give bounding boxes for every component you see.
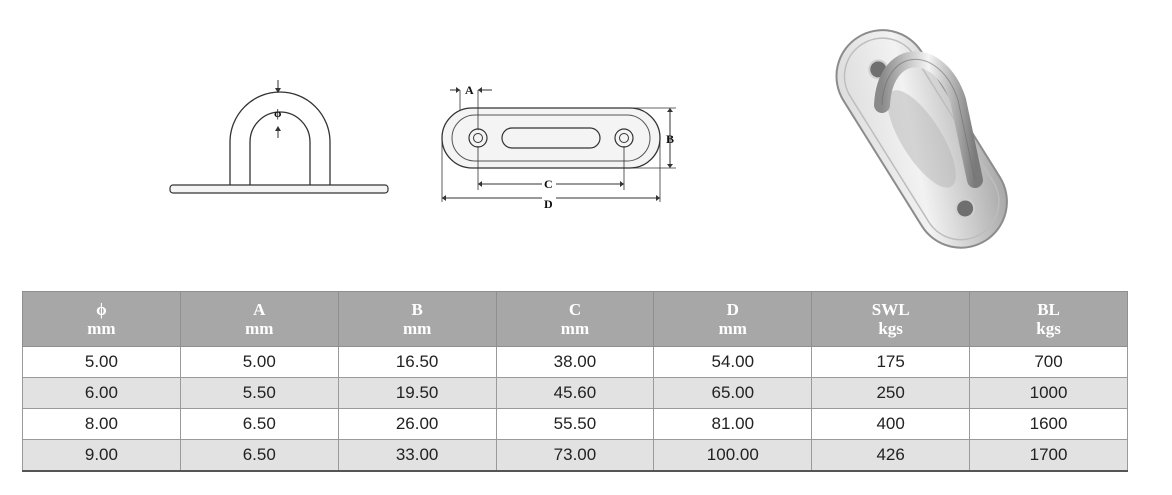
header-unit: kgs bbox=[1036, 319, 1061, 338]
table-cell: 5.50 bbox=[179, 377, 339, 409]
header-name: D bbox=[726, 300, 739, 319]
table-cell: 1600 bbox=[969, 408, 1128, 440]
table-cell: 6.50 bbox=[179, 408, 339, 440]
product-photo bbox=[835, 29, 1008, 249]
dimension-b-label: B bbox=[666, 132, 674, 146]
table-cell: 26.00 bbox=[337, 408, 497, 440]
table-cell: 65.00 bbox=[653, 377, 813, 409]
table-cell: 700 bbox=[969, 346, 1128, 378]
table-cell: 6.00 bbox=[22, 377, 181, 409]
header-unit: mm bbox=[245, 319, 274, 338]
table-cell: 81.00 bbox=[653, 408, 813, 440]
table-row: 6.00 5.50 19.50 45.60 65.00 250 1000 bbox=[22, 377, 1128, 409]
header-name: A bbox=[253, 300, 266, 319]
table-cell: 250 bbox=[811, 377, 971, 409]
table-cell: 19.50 bbox=[337, 377, 497, 409]
header-name: ϕ bbox=[96, 300, 107, 319]
header-name: BL bbox=[1037, 300, 1060, 319]
table-cell: 9.00 bbox=[22, 439, 181, 472]
table-cell: 426 bbox=[811, 439, 971, 472]
table-cell: 5.00 bbox=[22, 346, 181, 378]
front-view-drawing: ϕ bbox=[169, 80, 389, 194]
table-cell: 100.00 bbox=[653, 439, 813, 472]
table-cell: 45.60 bbox=[495, 377, 655, 409]
table-cell: 1700 bbox=[969, 439, 1128, 472]
table-cell: 6.50 bbox=[179, 439, 339, 472]
dimension-d-label: D bbox=[544, 197, 553, 210]
table-cell: 73.00 bbox=[495, 439, 655, 472]
table-cell: 55.50 bbox=[495, 408, 655, 440]
table-cell: 5.00 bbox=[179, 346, 339, 378]
header-unit: mm bbox=[560, 319, 590, 338]
table-row: 9.00 6.50 33.00 73.00 100.00 426 1700 bbox=[22, 439, 1128, 472]
top-view-drawing: A B C D bbox=[441, 83, 676, 210]
dimension-c-label: C bbox=[544, 177, 553, 191]
table-row: 5.00 5.00 16.50 38.00 54.00 175 700 bbox=[22, 346, 1128, 378]
header-unit: mm bbox=[87, 319, 116, 338]
dimension-a-label: A bbox=[465, 83, 474, 97]
table-cell: 8.00 bbox=[22, 408, 181, 440]
table-cell: 33.00 bbox=[337, 439, 497, 472]
table-cell: 54.00 bbox=[653, 346, 813, 378]
table-cell: 400 bbox=[811, 408, 971, 440]
table-cell: 16.50 bbox=[337, 346, 497, 378]
header-name: C bbox=[568, 300, 582, 319]
header-name: SWL bbox=[871, 300, 910, 319]
header-unit: mm bbox=[402, 319, 432, 338]
table-row: 8.00 6.50 26.00 55.50 81.00 400 1600 bbox=[22, 408, 1128, 440]
table-cell: 38.00 bbox=[495, 346, 655, 378]
phi-label: ϕ bbox=[274, 106, 282, 120]
table-cell: 175 bbox=[811, 346, 971, 378]
header-unit: kgs bbox=[878, 319, 903, 338]
header-unit: mm bbox=[718, 319, 747, 338]
table-cell: 1000 bbox=[969, 377, 1128, 409]
header-name: B bbox=[411, 300, 423, 319]
